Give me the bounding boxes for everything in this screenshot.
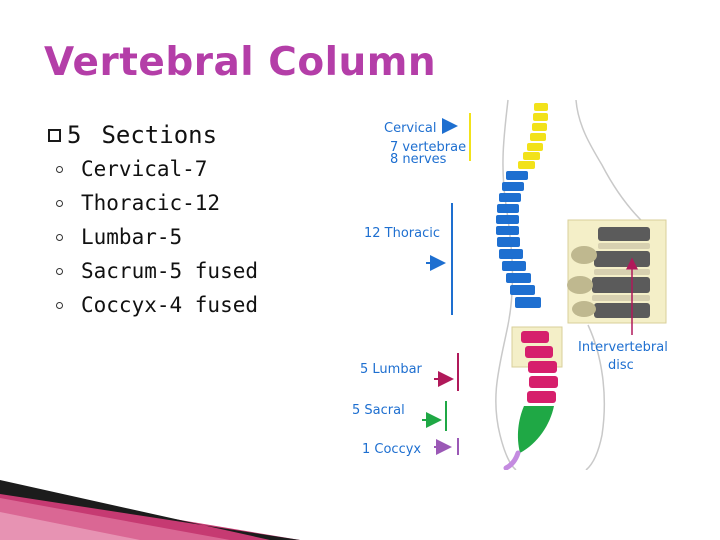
inset-lumbar-closeup — [567, 219, 667, 324]
label-intervertebral: Intervertebral — [578, 340, 668, 355]
body-outline-front — [575, 99, 647, 226]
sub-bullet-lumbar: Lumbar-5 — [48, 220, 258, 254]
sub-bullet-thoracic: Thoracic-12 — [48, 186, 258, 220]
corner-decoration — [0, 480, 300, 540]
main-bullet: 5 Sections — [48, 118, 258, 152]
lumbar-vertebrae — [521, 331, 558, 403]
label-coccyx: 1 Coccyx — [362, 442, 421, 457]
label-disc: disc — [608, 358, 634, 373]
ring-bullet-icon — [56, 301, 63, 309]
label-sacral: 5 Sacral — [352, 403, 405, 418]
sub-bullet-cervical: Cervical-7 — [48, 152, 258, 186]
square-bullet-icon — [48, 128, 61, 142]
ring-bullet-icon — [56, 199, 63, 207]
sub-bullet-list: Cervical-7 Thoracic-12 Lumbar-5 Sacrum-5… — [48, 152, 258, 322]
cervical-vertebrae — [518, 103, 548, 169]
sub-bullet-sacrum: Sacrum-5 fused — [48, 254, 258, 288]
spine-diagram: Cervical 7 vertebrae 8 nerves 12 Thoraci… — [352, 99, 668, 470]
thoracic-vertebrae — [496, 171, 541, 308]
slide-title: Vertebral Column — [44, 40, 437, 85]
body-outline-back — [495, 99, 517, 470]
ring-bullet-icon — [56, 233, 63, 241]
main-bullet-text: Sections — [101, 121, 218, 149]
label-thoracic: 12 Thoracic — [364, 226, 440, 241]
coccyx-vertebra — [503, 450, 521, 470]
label-cervical: Cervical — [384, 121, 436, 136]
bullet-list: 5 Sections Cervical-7 Thoracic-12 Lumbar… — [48, 118, 258, 322]
label-cervical-nerves: 8 nerves — [390, 152, 447, 167]
sub-bullet-coccyx: Coccyx-4 fused — [48, 288, 258, 322]
sacrum-vertebrae — [517, 406, 554, 453]
label-lumbar: 5 Lumbar — [360, 362, 423, 377]
ring-bullet-icon — [56, 267, 63, 275]
ring-bullet-icon — [56, 165, 63, 173]
label-cervical-vertebrae: 7 vertebrae — [390, 140, 466, 155]
main-bullet-number: 5 — [67, 121, 82, 149]
body-outline-abdomen — [585, 324, 606, 470]
